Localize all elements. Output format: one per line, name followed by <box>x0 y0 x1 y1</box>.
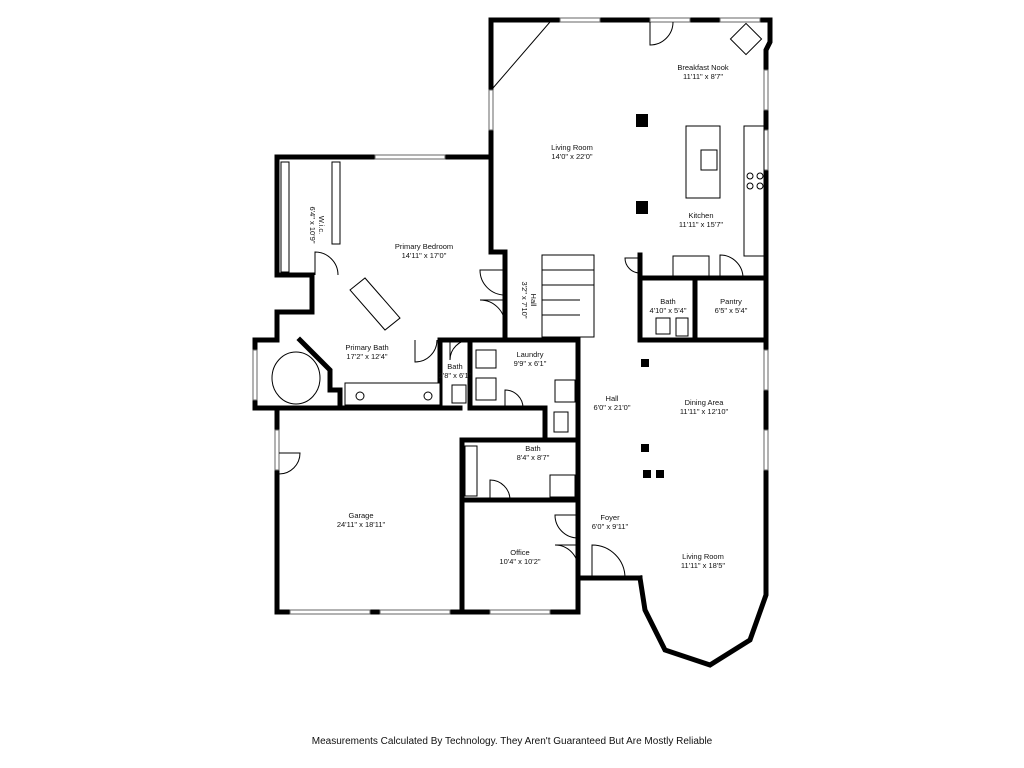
room-name: Primary Bath <box>345 343 388 352</box>
doors <box>278 21 744 579</box>
room-dims: 2'8" x 6'1" <box>439 371 472 380</box>
room-name: Dining Area <box>685 398 725 407</box>
room-dims: 11'11" x 12'10" <box>680 407 729 416</box>
room-dims: 9'9" x 6'1" <box>514 359 547 368</box>
room-name: Breakfast Nook <box>677 63 729 72</box>
room-dims: 10'4" x 10'2" <box>499 557 540 566</box>
room-dims: 6'5" x 5'4" <box>715 306 748 315</box>
room-dims: 8'4" x 8'7" <box>517 453 550 462</box>
disclaimer-text: Measurements Calculated By Technology. T… <box>311 736 713 747</box>
room-name: Office <box>510 548 529 557</box>
room-name: Living Room <box>551 143 593 152</box>
room-name: W.i.c. <box>317 216 326 234</box>
columns <box>636 114 664 478</box>
fixtures <box>271 22 765 498</box>
room-dims: 11'11" x 8'7" <box>683 72 723 81</box>
room-name: Bath <box>525 444 540 453</box>
windows <box>252 17 769 615</box>
room-labels: Breakfast Nook 11'11" x 8'7" Living Room… <box>308 63 748 570</box>
room-dims: 14'0" x 22'0" <box>551 152 592 161</box>
room-name: Bath <box>660 297 675 306</box>
room-name: Hall <box>606 394 619 403</box>
room-dims: 4'10" x 5'4" <box>650 306 687 315</box>
room-name: Pantry <box>720 297 742 306</box>
room-name: Garage <box>348 511 373 520</box>
room-dims: 17'2" x 12'4" <box>346 352 387 361</box>
room-name: Kitchen <box>688 211 713 220</box>
room-name: Foyer <box>600 513 620 522</box>
room-dims: 11'11" x 15'7" <box>679 220 724 229</box>
room-name: Bath <box>447 362 462 371</box>
room-dims: 14'11" x 17'0" <box>402 251 447 260</box>
room-dims: 6'4" x 10'9" <box>308 207 317 244</box>
room-dims: 3'2" x 7'10" <box>520 282 529 319</box>
room-dims: 6'0" x 9'11" <box>592 522 629 531</box>
room-name: Primary Bedroom <box>395 242 453 251</box>
room-dims: 6'0" x 21'0" <box>594 403 631 412</box>
room-dims: 24'11" x 18'11" <box>337 520 386 529</box>
room-name: Laundry <box>516 350 543 359</box>
room-dims: 11'11" x 18'5" <box>681 561 726 570</box>
room-name: Hall <box>529 294 538 307</box>
room-name: Living Room <box>682 552 724 561</box>
floor-plan: Breakfast Nook 11'11" x 8'7" Living Room… <box>252 17 773 668</box>
